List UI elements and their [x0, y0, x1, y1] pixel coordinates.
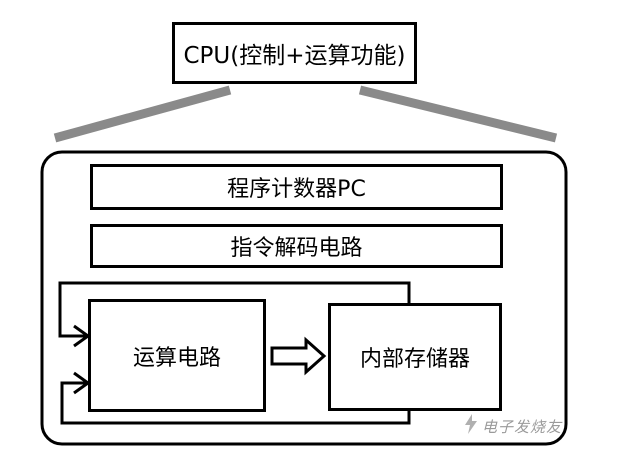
instruction-decoder-label: 指令解码电路: [230, 236, 363, 261]
internal-memory-block: 内部存储器: [328, 303, 502, 411]
cpu-title: CPU(控制+运算功能): [183, 43, 406, 69]
internal-memory-label: 内部存储器: [359, 347, 470, 372]
alu-label: 运算电路: [132, 345, 221, 371]
feedback-path-top: [58, 281, 411, 338]
watermark-logo-icon: [465, 414, 477, 434]
program-counter-label: 程序计数器PC: [227, 177, 366, 202]
alu-to-memory-arrow: [270, 336, 327, 376]
connector-left: [53, 85, 232, 143]
feedback-path-bottom: [60, 381, 411, 425]
cpu-title-box: CPU(控制+运算功能): [172, 22, 417, 84]
connector-right: [358, 85, 558, 143]
alu-block: 运算电路: [88, 299, 266, 412]
program-counter-block: 程序计数器PC: [90, 164, 503, 210]
watermark-text: 电子发烧友: [482, 418, 563, 436]
instruction-decoder-block: 指令解码电路: [90, 224, 503, 268]
